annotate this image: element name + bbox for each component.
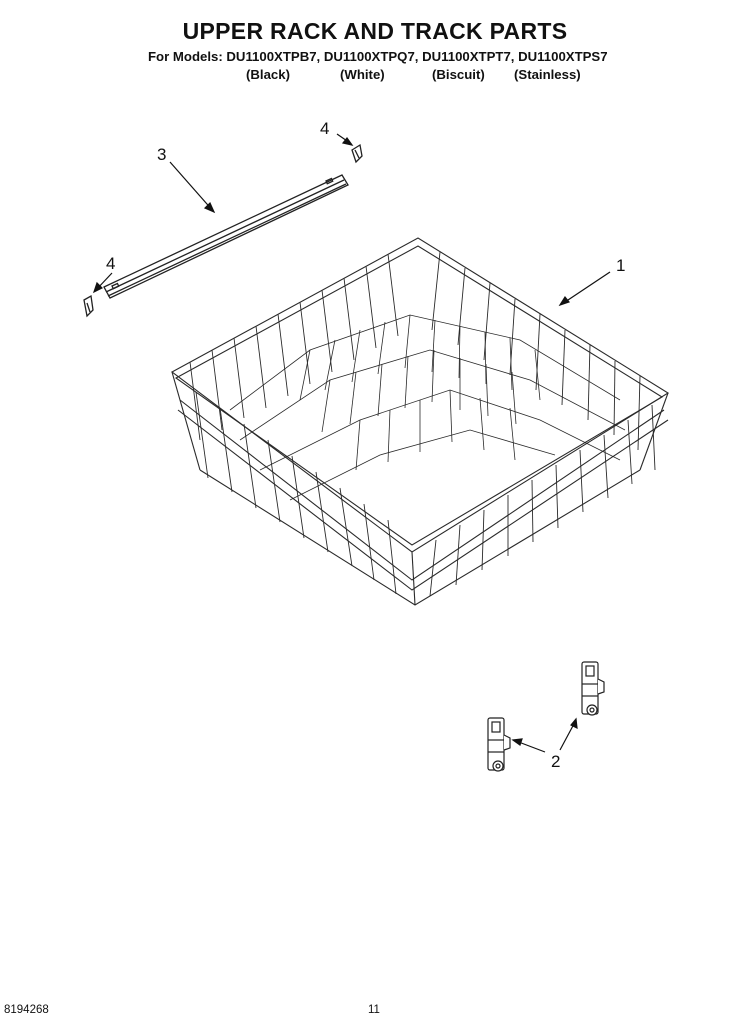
color-black: (Black) xyxy=(246,67,290,82)
doc-number: 8194268 xyxy=(4,1004,49,1016)
track-stop-top xyxy=(351,143,363,164)
upper-rack xyxy=(170,237,670,606)
page-title: UPPER RACK AND TRACK PARTS xyxy=(182,18,568,44)
leader-lines xyxy=(92,133,611,753)
track-stop-left xyxy=(83,294,94,318)
callout-stop-left: 4 xyxy=(106,254,116,273)
rack-roller-left xyxy=(487,717,511,772)
track-rail xyxy=(103,174,349,299)
color-biscuit: (Biscuit) xyxy=(432,67,485,82)
color-white: (White) xyxy=(340,67,385,82)
rack-roller-right xyxy=(581,661,605,716)
callout-rollers: 2 xyxy=(551,752,561,771)
callout-rack: 1 xyxy=(616,256,626,275)
callout-track: 3 xyxy=(157,145,167,164)
models-line: For Models: DU1100XTPB7, DU1100XTPQ7, DU… xyxy=(148,49,608,64)
page-number: 11 xyxy=(368,1004,380,1016)
callout-stop-top: 4 xyxy=(320,119,330,138)
color-stainless: (Stainless) xyxy=(514,67,581,82)
